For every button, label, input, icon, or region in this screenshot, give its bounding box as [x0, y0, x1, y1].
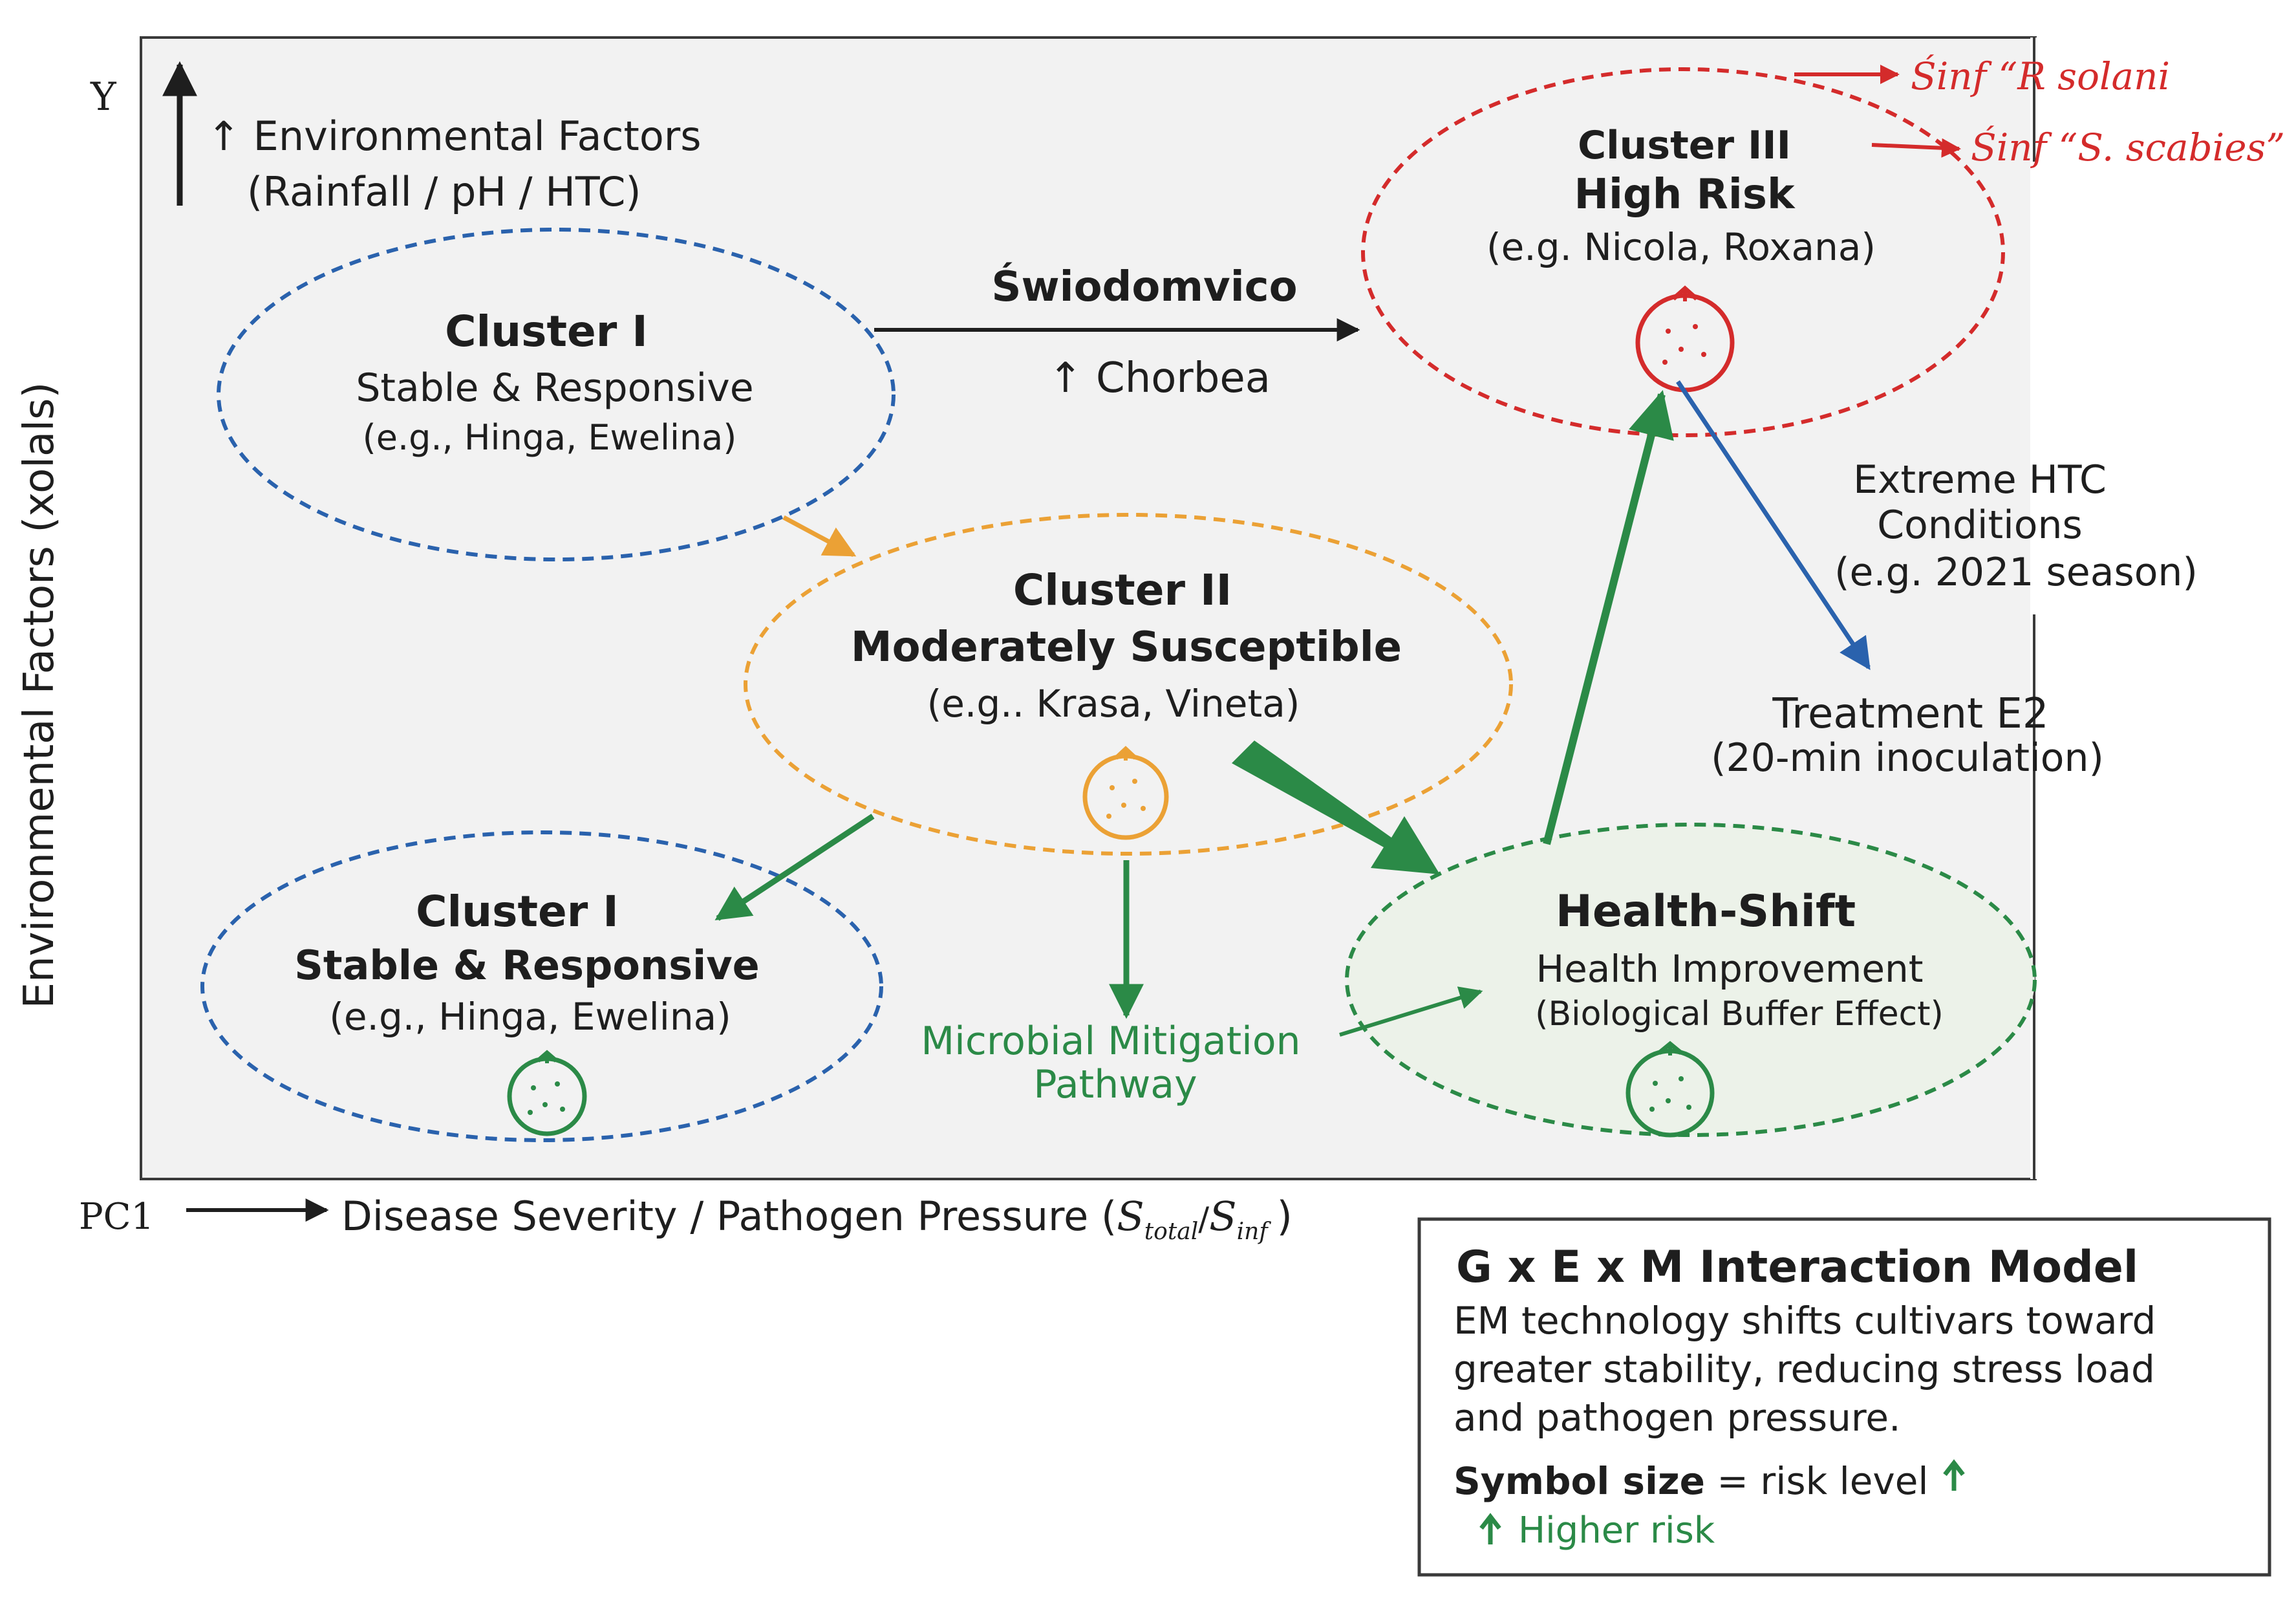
- health-shift-ellipse: [1345, 823, 2037, 1137]
- treatment-line2: (20-min inoculation): [1711, 735, 2104, 781]
- legend-higher-risk: Higher risk: [1518, 1510, 1715, 1552]
- legend-title: G x E x M Interaction Model: [1456, 1242, 2138, 1293]
- cluster1-bottom-subtitle: Stable & Responsive: [294, 942, 759, 989]
- cluster1-top-title: Cluster I: [445, 307, 648, 356]
- health-shift-examples: (Biological Buffer Effect): [1535, 995, 1944, 1034]
- cluster1-top-subtitle: Stable & Responsive: [356, 365, 753, 411]
- tuber-icon-green-large: [1625, 1041, 1715, 1138]
- legend-line1: EM technology shifts cultivars toward: [1454, 1299, 2156, 1343]
- cluster3-examples: (e.g. Nicola, Roxana): [1486, 225, 1876, 269]
- arrow-cluster2-to-cluster1-bottom: [714, 814, 875, 921]
- cluster3-title: Cluster III: [1578, 123, 1791, 168]
- microbial-line2: Pathway: [1033, 1062, 1197, 1107]
- cluster2-examples: (e.g.. Krasa, Vineta): [927, 682, 1300, 726]
- tuber-icon-green-small: [507, 1050, 587, 1136]
- legend-border: [1417, 1217, 2271, 1577]
- arrow-cluster1-to-cluster2: [782, 515, 857, 557]
- cluster1-top-ellipse: [217, 228, 896, 561]
- swiodomvico-label: Świodomvico: [991, 262, 1297, 311]
- extreme-htc-line1: Extreme HTC: [1853, 457, 2107, 503]
- arrow-health-to-cluster3: [1543, 390, 1674, 845]
- chorbea-label: ↑ Chorbea: [1048, 354, 1271, 402]
- arrow-cluster3-to-treatment: [1676, 380, 1871, 671]
- x-axis-prefix: PC1: [79, 1196, 154, 1238]
- cluster2-title: Cluster II: [1013, 565, 1232, 615]
- cluster1-bottom-examples: (e.g., Hinga, Ewelina): [329, 995, 731, 1039]
- legend-symbol-size: Symbol size = risk level: [1454, 1459, 1929, 1503]
- env-factors-title: ↑ Environmental Factors: [207, 113, 702, 160]
- pathogen-label-2: Śinf “S. scabies”: [1971, 125, 2285, 169]
- legend-line3: and pathogen pressure.: [1454, 1396, 1901, 1440]
- y-axis-label: Environmental Factors (xolals): [16, 382, 63, 1009]
- tuber-icon-orange: [1082, 746, 1169, 840]
- legend-box: G x E x M Interaction Model EM technolog…: [1417, 1217, 2271, 1577]
- health-shift-subtitle: Health Improvement: [1536, 947, 1923, 991]
- arrow-cluster2-to-health-thick: [1232, 741, 1440, 874]
- cluster1-top: Cluster I Stable & Responsive (e.g., Hin…: [217, 228, 896, 561]
- cluster1-top-examples: (e.g., Hinga, Ewelina): [363, 417, 737, 458]
- cluster1-bottom-ellipse: [200, 830, 883, 1142]
- cluster3-ellipse: [1361, 67, 2005, 437]
- cluster2: Cluster II Moderately Susceptible (e.g..…: [744, 513, 1513, 856]
- arrow-pathogen2: [1871, 138, 1961, 158]
- cluster3: Cluster III High Risk (e.g. Nicola, Roxa…: [1361, 67, 2005, 437]
- microbial-line1: Microbial Mitigation: [921, 1019, 1300, 1064]
- cluster3-subtitle: High Risk: [1574, 171, 1795, 219]
- legend-line2: greater stability, reducing stress load: [1454, 1347, 2155, 1391]
- x-axis-label: Disease Severity / Pathogen Pressure (St…: [341, 1193, 1293, 1245]
- cluster2-ellipse: [744, 513, 1513, 856]
- env-factors-subtitle: (Rainfall / pH / HTC): [247, 168, 641, 215]
- treatment-line1: Treatment E2: [1772, 690, 2048, 738]
- cluster1-bottom: Cluster I Stable & Responsive (e.g., Hin…: [200, 830, 883, 1142]
- legend-up-arrow-icon: [1943, 1459, 1965, 1491]
- panel-right-fade: [2030, 38, 2296, 1179]
- extreme-htc-line3: (e.g. 2021 season): [1834, 550, 2198, 595]
- cluster1-bottom-title: Cluster I: [416, 887, 619, 936]
- y-axis-letter: Y: [90, 74, 117, 120]
- extreme-htc-line2: Conditions: [1877, 503, 2083, 548]
- cluster2-subtitle: Moderately Susceptible: [851, 623, 1402, 671]
- legend-higher-risk-arrow-icon: [1479, 1513, 1501, 1544]
- pathogen-label-1: Śinf “R solani: [1911, 54, 2170, 98]
- health-shift-title: Health-Shift: [1556, 886, 1856, 937]
- health-shift: Health-Shift Health Improvement (Biologi…: [1345, 823, 2037, 1138]
- arrow-microbial-to-health: [1339, 986, 1483, 1037]
